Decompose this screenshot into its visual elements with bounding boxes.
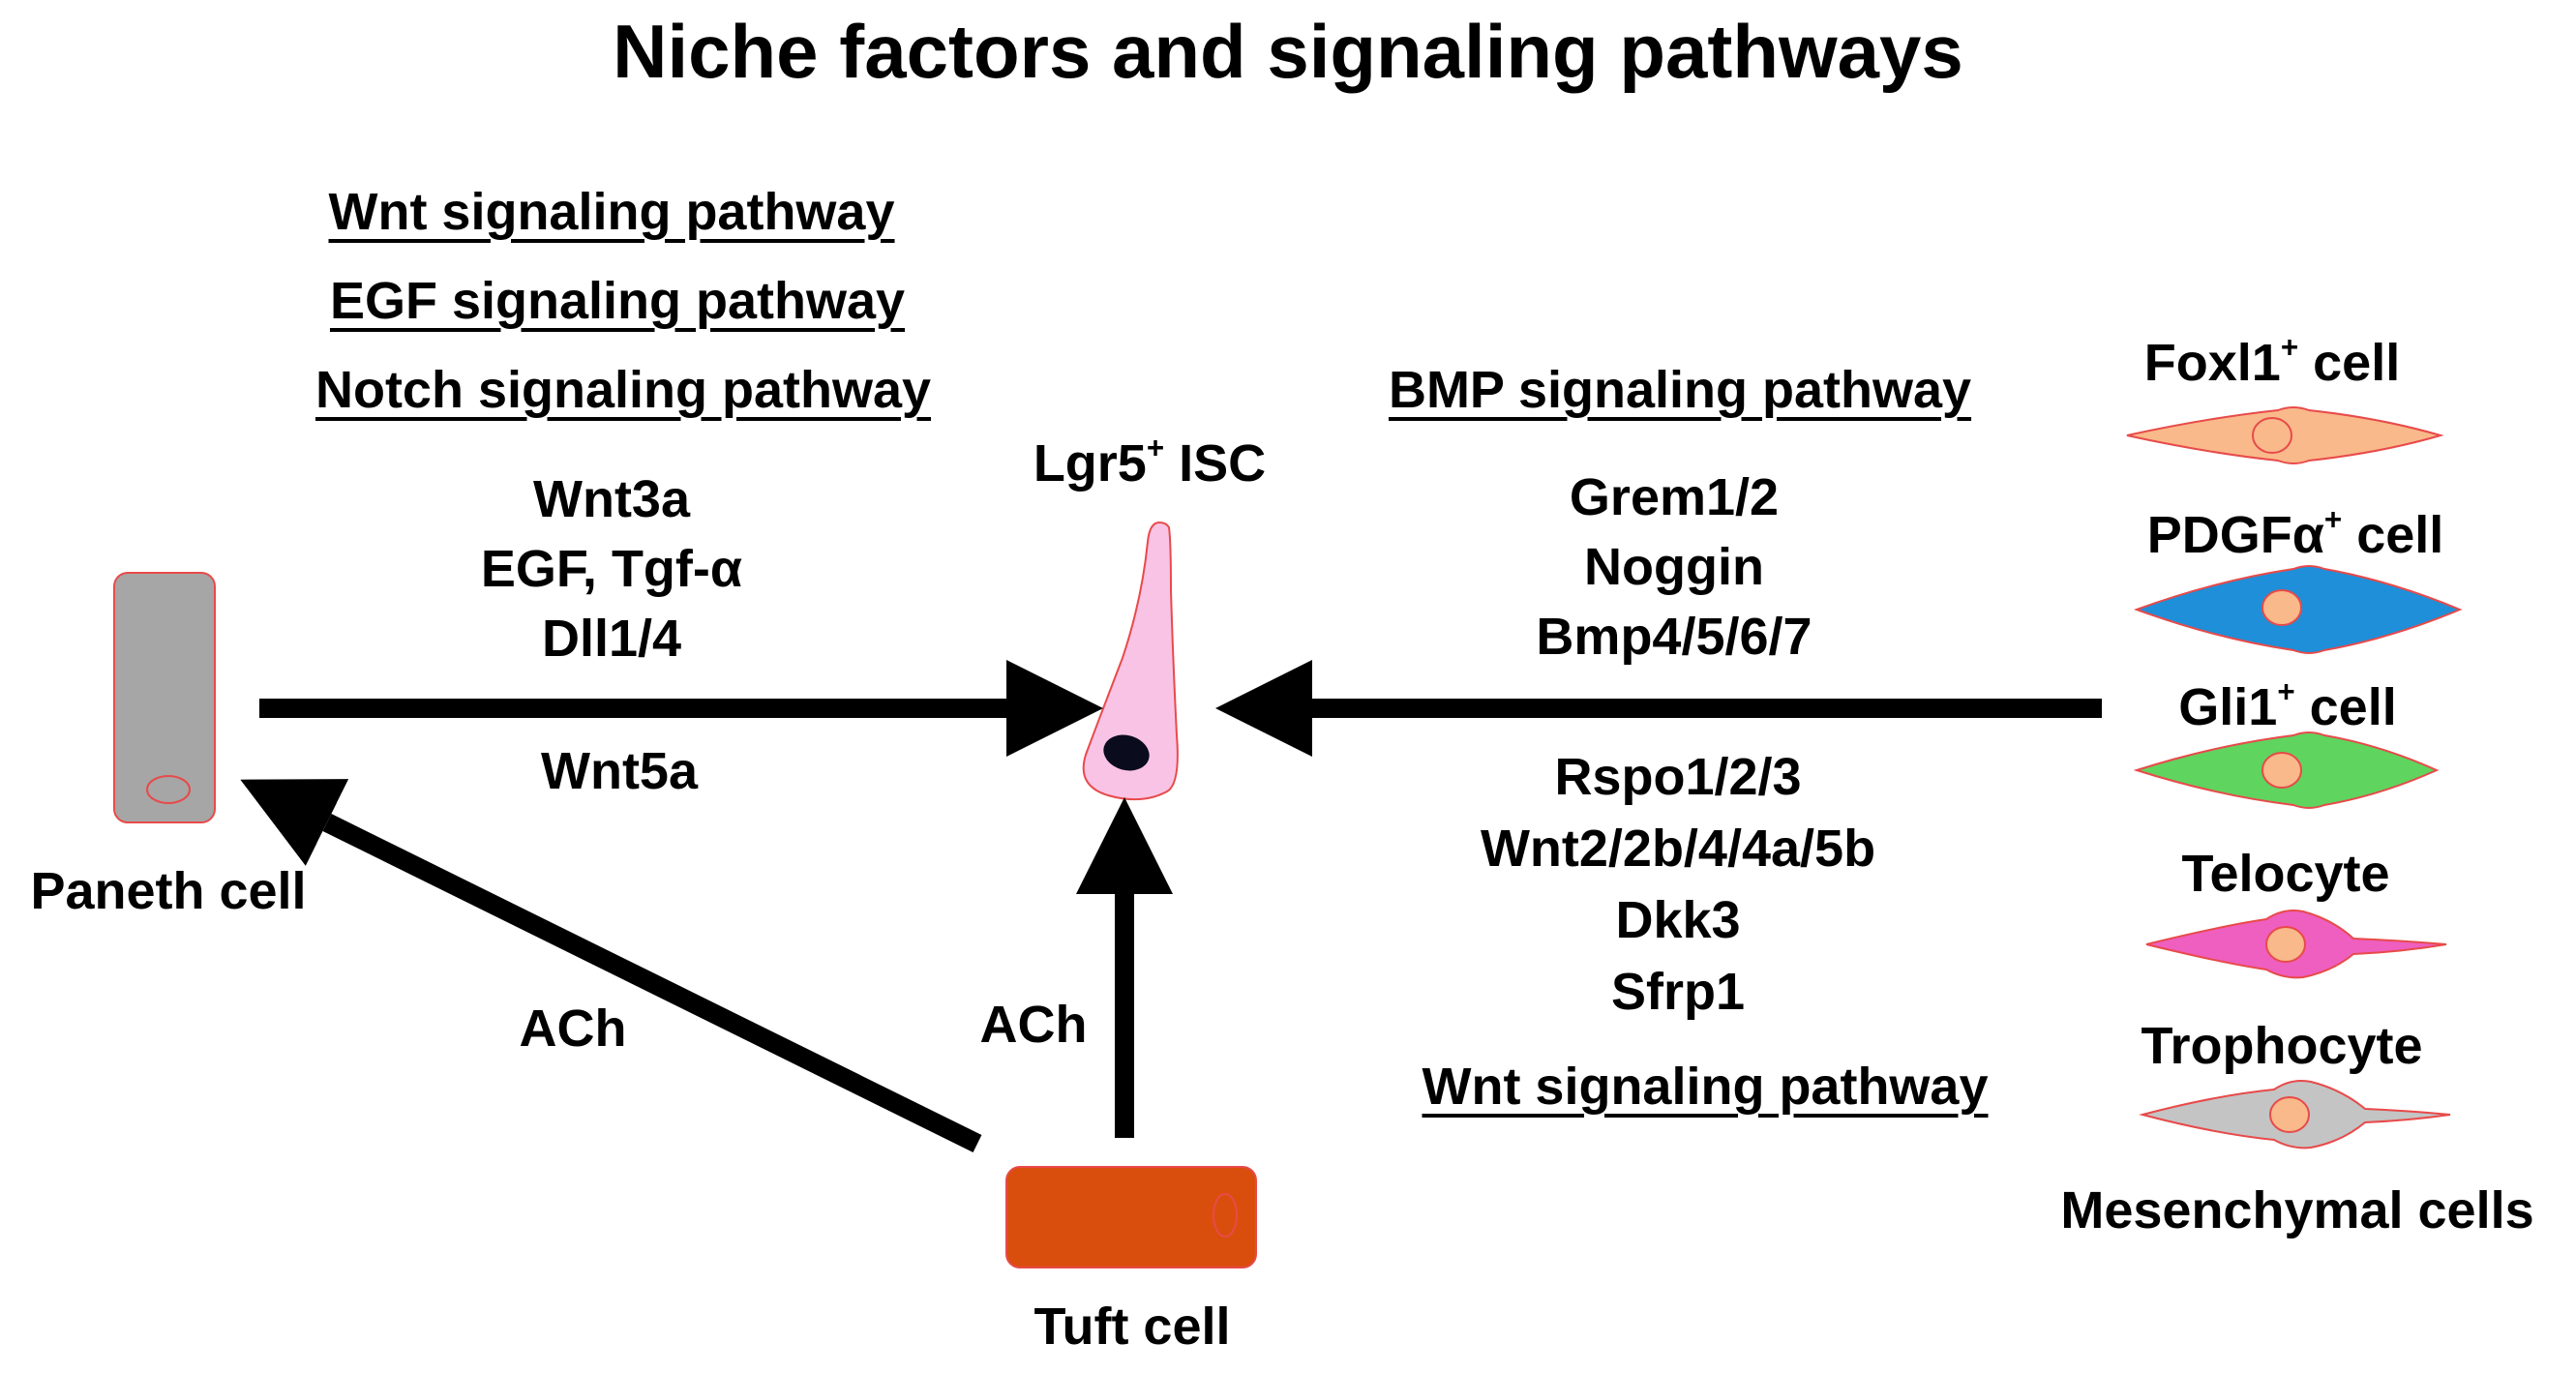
mesenchymal-group-label: Mesenchymal cells bbox=[2060, 1181, 2534, 1239]
left-pathway-notch: Notch signaling pathway bbox=[315, 361, 932, 419]
paneth-cell bbox=[113, 572, 216, 823]
pdgfa-cell-nucleus bbox=[2261, 589, 2302, 626]
telocyte-nucleus bbox=[2265, 926, 2306, 963]
isc-cell bbox=[1082, 521, 1179, 801]
right-factor-noggin: Noggin bbox=[1584, 538, 1764, 596]
mesenchymal-cell-gli1 bbox=[2133, 731, 2440, 809]
left-factor-wnt5a: Wnt5a bbox=[541, 742, 698, 800]
mesenchymal-cell-telocyte bbox=[2145, 910, 2447, 979]
left-factor-wnt3a: Wnt3a bbox=[532, 470, 690, 528]
ach-label-up: ACh bbox=[979, 996, 1088, 1054]
isc-label: Lgr5+ ISC bbox=[1033, 431, 1267, 492]
paneth-cell-body bbox=[113, 572, 216, 823]
mesenchymal-label-telocyte: Telocyte bbox=[2181, 845, 2390, 903]
right-factor-dkk3: Dkk3 bbox=[1615, 891, 1741, 949]
right-factor-rspo: Rspo1/2/3 bbox=[1554, 748, 1802, 806]
right-factor-grem: Grem1/2 bbox=[1569, 468, 1780, 526]
paneth-cell-nucleus bbox=[146, 775, 191, 804]
mesenchymal-label-pdgfa: PDGFα+ cell bbox=[2146, 502, 2444, 564]
right-bottom-factor-list: Rspo1/2/3 Wnt2/2b/4/4a/5b Dkk3 Sfrp1 bbox=[1481, 741, 1875, 1028]
mesenchymal-cell-pdgfa bbox=[2134, 565, 2463, 654]
left-factor-dll: Dll1/4 bbox=[541, 610, 682, 668]
mesenchymal-label-foxl1: Foxl1+ cell bbox=[2143, 330, 2401, 392]
trophocyte-nucleus bbox=[2269, 1096, 2310, 1133]
tuft-cell bbox=[1005, 1166, 1257, 1269]
isc-cell-nucleus bbox=[1103, 734, 1150, 771]
diagram-title: Niche factors and signaling pathways bbox=[613, 9, 1963, 94]
left-pathway-egf: EGF signaling pathway bbox=[329, 272, 906, 330]
tuft-cell-nucleus bbox=[1213, 1193, 1238, 1238]
paneth-cell-label: Paneth cell bbox=[30, 862, 307, 920]
right-factor-bmp: Bmp4/5/6/7 bbox=[1536, 608, 1812, 666]
arrow-tuft-to-paneth bbox=[240, 779, 982, 1152]
right-factor-wnt: Wnt2/2b/4/4a/5b bbox=[1480, 820, 1876, 878]
mesenchymal-label-trophocyte: Trophocyte bbox=[2141, 1017, 2423, 1075]
mesenchymal-cell-trophocyte bbox=[2139, 1080, 2451, 1149]
mesenchymal-cell-foxl1 bbox=[2126, 406, 2444, 464]
right-factor-sfrp1: Sfrp1 bbox=[1610, 963, 1746, 1021]
right-pathway-bmp: BMP signaling pathway bbox=[1388, 361, 1972, 419]
tuft-cell-body bbox=[1005, 1166, 1257, 1269]
right-pathway-wnt: Wnt signaling pathway bbox=[1422, 1058, 1989, 1116]
left-factor-egf: EGF, Tgf-α bbox=[480, 540, 743, 598]
right-top-factor-list: Grem1/2 Noggin Bmp4/5/6/7 bbox=[1536, 463, 1812, 672]
foxl1-cell-body bbox=[2126, 406, 2444, 464]
foxl1-cell-nucleus bbox=[2252, 417, 2292, 454]
left-factor-list: Wnt3a EGF, Tgf-α Dll1/4 bbox=[481, 464, 742, 673]
mesenchymal-label-gli1: Gli1+ cell bbox=[2178, 674, 2397, 736]
tuft-cell-label: Tuft cell bbox=[1033, 1298, 1231, 1356]
left-pathway-wnt: Wnt signaling pathway bbox=[328, 183, 895, 241]
ach-label-left: ACh bbox=[519, 1000, 627, 1058]
gli1-cell-nucleus bbox=[2261, 752, 2302, 789]
